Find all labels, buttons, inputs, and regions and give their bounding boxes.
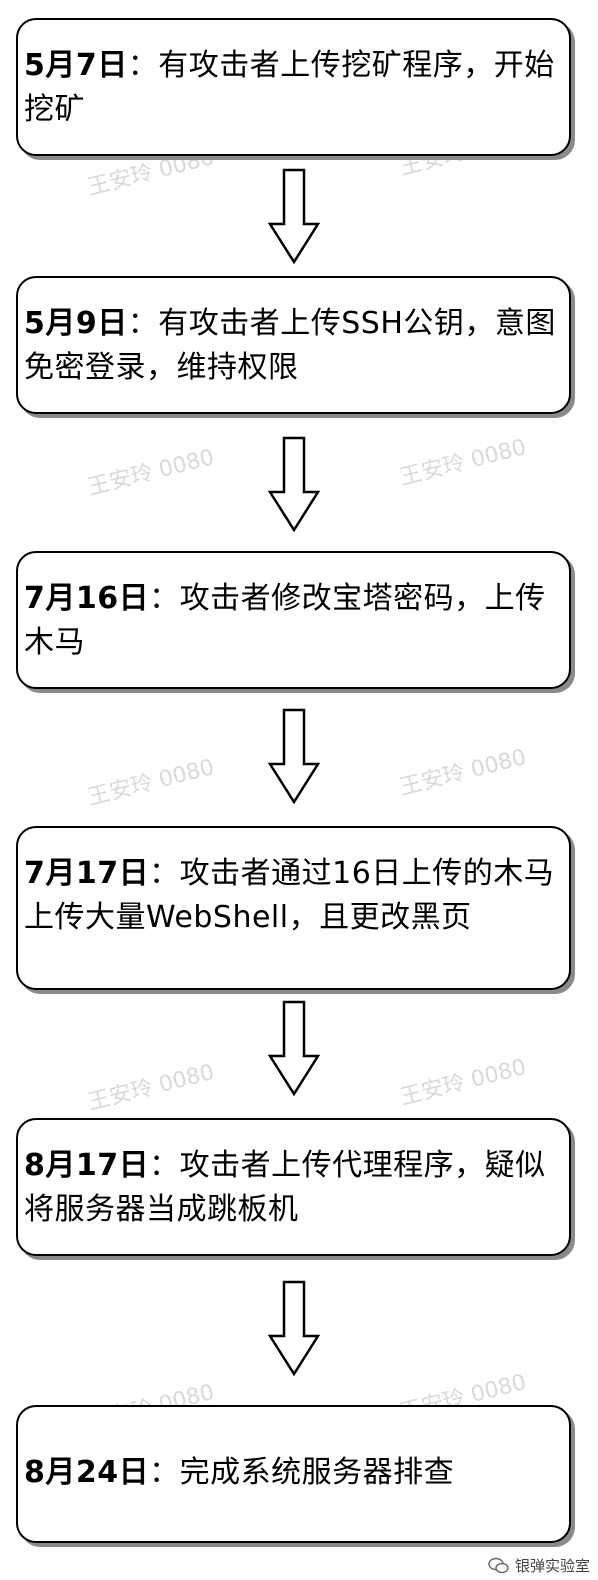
logo-text: 银弹实验室	[514, 1557, 590, 1575]
step-date: 5月7日	[24, 48, 128, 83]
watermark: 王安玲 0080	[397, 1055, 529, 1111]
down-arrow-icon	[268, 436, 320, 532]
timeline-step-4: 7月17日：攻击者通过16日上传的木马上传大量WebShell，且更改黑页	[16, 826, 571, 990]
step-separator: ：	[127, 48, 159, 83]
step-text: 攻击者上传代理程序，疑似将服务器当成跳板机	[24, 1148, 546, 1227]
step-text: 攻击者通过16日上传的木马上传大量WebShell，且更改黑页	[24, 856, 555, 935]
step-text: 有攻击者上传挖矿程序，开始挖矿	[24, 48, 555, 127]
step-text: 攻击者修改宝塔密码，上传木马	[24, 581, 546, 660]
step-date: 7月16日	[24, 581, 150, 616]
watermark: 王安玲 0080	[85, 445, 217, 501]
step-separator: ：	[127, 306, 159, 341]
timeline-step-1: 5月7日：有攻击者上传挖矿程序，开始挖矿	[16, 18, 571, 156]
step-date: 8月17日	[24, 1148, 150, 1183]
step-separator: ：	[149, 1455, 180, 1490]
timeline-step-2: 5月9日：有攻击者上传SSH公钥，意图免密登录，维持权限	[16, 276, 571, 414]
step-separator: ：	[149, 856, 180, 891]
step-date: 8月24日	[24, 1455, 150, 1490]
step-text: 完成系统服务器排查	[179, 1455, 455, 1490]
wechat-icon	[488, 1557, 509, 1573]
watermark: 王安玲 0080	[397, 745, 529, 801]
step-text: 有攻击者上传SSH公钥，意图免密登录，维持权限	[24, 306, 556, 385]
step-date: 7月17日	[24, 856, 150, 891]
watermark: 王安玲 0080	[85, 755, 217, 811]
watermark: 王安玲 0080	[397, 435, 529, 491]
down-arrow-icon	[268, 1280, 320, 1376]
source-logo: 银弹实验室	[488, 1555, 590, 1576]
step-separator: ：	[149, 1148, 180, 1183]
timeline-step-6: 8月24日：完成系统服务器排查	[16, 1405, 571, 1543]
down-arrow-icon	[268, 168, 320, 264]
step-date: 5月9日	[24, 306, 128, 341]
down-arrow-icon	[268, 1000, 320, 1096]
step-separator: ：	[149, 581, 180, 616]
watermark: 王安玲 0080	[85, 1060, 217, 1116]
timeline-step-3: 7月16日：攻击者修改宝塔密码，上传木马	[16, 551, 571, 689]
down-arrow-icon	[268, 708, 320, 804]
timeline-step-5: 8月17日：攻击者上传代理程序，疑似将服务器当成跳板机	[16, 1118, 571, 1256]
